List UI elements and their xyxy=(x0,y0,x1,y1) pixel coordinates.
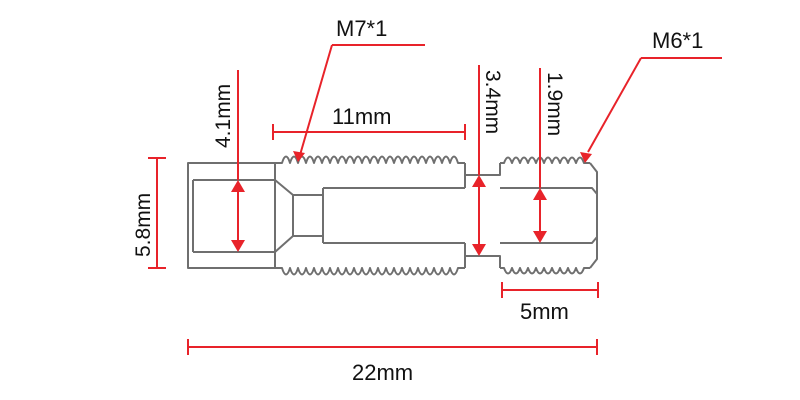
arrow-4-1-top xyxy=(231,180,245,192)
cone-transition xyxy=(274,179,294,253)
label-3-4mm: 3.4mm xyxy=(481,70,504,134)
arrow-3-4-top xyxy=(472,175,486,187)
m6-leader xyxy=(587,57,722,153)
m7-thread-bottom xyxy=(275,267,465,276)
label-5-8mm: 5.8mm xyxy=(132,193,155,257)
label-m6-thread: M6*1 xyxy=(652,28,703,53)
throat-bore xyxy=(323,187,465,244)
dim-5mm-line xyxy=(501,282,599,298)
dimension-lines xyxy=(148,44,722,355)
arrow-m6-leader xyxy=(580,152,592,163)
m6-thread-bottom xyxy=(500,267,590,275)
label-11mm: 11mm xyxy=(332,104,392,129)
m7-leader xyxy=(299,44,425,156)
m6-thread-top xyxy=(500,156,590,164)
m7-thread-top xyxy=(275,155,465,164)
arrowheads xyxy=(231,151,592,256)
label-4-1mm: 4.1mm xyxy=(212,84,235,148)
arrow-1-9-bottom xyxy=(533,231,547,243)
arrow-m7-leader xyxy=(293,151,305,162)
inner-step xyxy=(293,188,324,243)
label-5mm: 5mm xyxy=(520,299,569,324)
arrow-1-9-top xyxy=(533,188,547,200)
dim-11mm-line xyxy=(272,124,466,140)
head-counterbore xyxy=(192,179,275,253)
tip-end xyxy=(500,162,598,269)
part-outline xyxy=(187,155,598,276)
groove xyxy=(464,163,501,268)
dim-outer-diameter xyxy=(148,157,166,269)
dim-22mm-line xyxy=(187,339,598,355)
arrow-3-4-bottom xyxy=(472,244,486,256)
arrow-4-1-bottom xyxy=(231,240,245,252)
label-1-9mm: 1.9mm xyxy=(543,72,566,136)
label-m7-thread: M7*1 xyxy=(336,16,387,41)
label-22mm: 22mm xyxy=(352,360,413,385)
